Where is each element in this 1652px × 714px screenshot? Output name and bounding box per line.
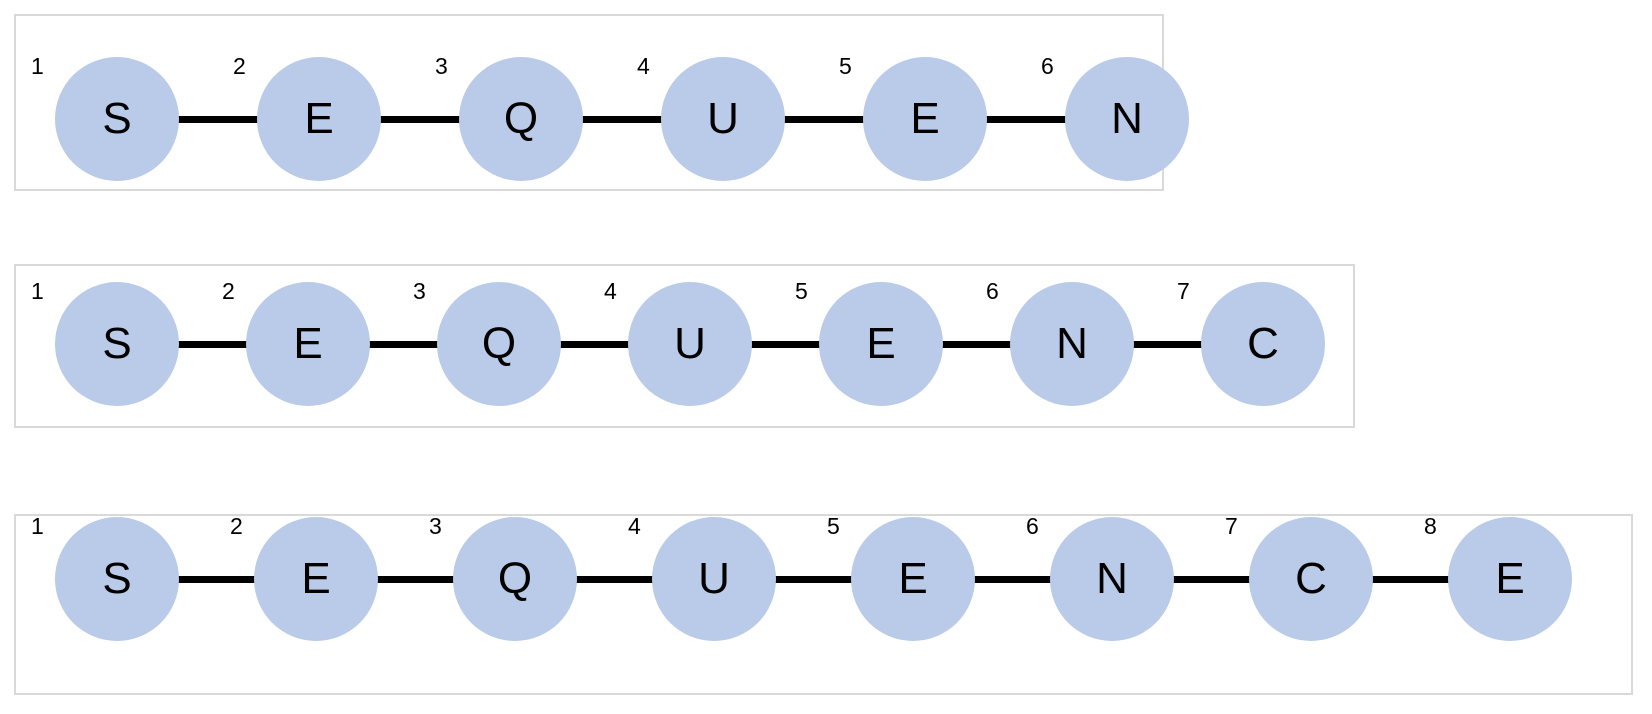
graph-edge-2-3 bbox=[374, 575, 457, 583]
graph-node-letter: C bbox=[1295, 554, 1327, 603]
graph-node-index: 1 bbox=[31, 513, 44, 539]
graph-node-4[interactable]: U bbox=[628, 282, 752, 406]
graph-edge-4-5 bbox=[748, 340, 823, 348]
graph-node-index: 1 bbox=[31, 53, 44, 79]
graph-node-7[interactable]: C bbox=[1249, 517, 1373, 641]
graph-node-index: 4 bbox=[637, 53, 650, 79]
graph-node-index: 2 bbox=[233, 53, 246, 79]
graph-node-letter: N bbox=[1056, 319, 1088, 368]
graph-node-5[interactable]: E bbox=[851, 517, 975, 641]
graph-node-index: 5 bbox=[795, 278, 808, 304]
graph-node-6[interactable]: N bbox=[1010, 282, 1134, 406]
graph-node-1[interactable]: S bbox=[55, 517, 179, 641]
graph-node-2[interactable]: E bbox=[246, 282, 370, 406]
graph-node-4[interactable]: U bbox=[661, 57, 785, 181]
graph-edge-5-6 bbox=[983, 115, 1069, 123]
graph-node-index: 6 bbox=[1041, 53, 1054, 79]
graph-node-8[interactable]: E bbox=[1448, 517, 1572, 641]
graph-edge-6-7 bbox=[1170, 575, 1253, 583]
graph-node-1[interactable]: S bbox=[55, 282, 179, 406]
graph-node-index: 8 bbox=[1424, 513, 1437, 539]
graph-node-letter: U bbox=[698, 554, 730, 603]
graph-node-index: 4 bbox=[628, 513, 641, 539]
graph-node-letter: C bbox=[1247, 319, 1279, 368]
graph-node-6[interactable]: N bbox=[1050, 517, 1174, 641]
graph-node-index: 3 bbox=[413, 278, 426, 304]
graph-node-index: 6 bbox=[1026, 513, 1039, 539]
graph-node-3[interactable]: Q bbox=[459, 57, 583, 181]
graph-node-letter: E bbox=[304, 94, 334, 143]
graph-edge-2-3 bbox=[377, 115, 463, 123]
graph-edge-5-6 bbox=[939, 340, 1014, 348]
graph-node-letter: E bbox=[898, 554, 928, 603]
graph-node-letter: N bbox=[1096, 554, 1128, 603]
graph-node-index: 3 bbox=[429, 513, 442, 539]
graph-edge-5-6 bbox=[971, 575, 1054, 583]
graph-edge-3-4 bbox=[557, 340, 632, 348]
graph-node-5[interactable]: E bbox=[819, 282, 943, 406]
graph-node-6[interactable]: N bbox=[1065, 57, 1189, 181]
graph-node-letter: E bbox=[301, 554, 331, 603]
graph-node-index: 6 bbox=[986, 278, 999, 304]
graph-edge-4-5 bbox=[772, 575, 855, 583]
graph-edge-4-5 bbox=[781, 115, 867, 123]
graph-node-index: 4 bbox=[604, 278, 617, 304]
graph-edge-7-8 bbox=[1369, 575, 1452, 583]
graph-node-letter: S bbox=[102, 94, 132, 143]
graph-edge-6-7 bbox=[1130, 340, 1205, 348]
graph-node-index: 3 bbox=[435, 53, 448, 79]
graph-node-letter: Q bbox=[481, 319, 517, 368]
graph-node-letter: S bbox=[102, 319, 132, 368]
graph-node-letter: E bbox=[910, 94, 940, 143]
graph-node-index: 5 bbox=[839, 53, 852, 79]
graph-node-index: 7 bbox=[1177, 278, 1190, 304]
graph-edge-1-2 bbox=[175, 115, 261, 123]
graph-node-index: 2 bbox=[222, 278, 235, 304]
graph-node-5[interactable]: E bbox=[863, 57, 987, 181]
graph-node-2[interactable]: E bbox=[257, 57, 381, 181]
graph-edge-3-4 bbox=[579, 115, 665, 123]
graph-node-1[interactable]: S bbox=[55, 57, 179, 181]
graph-edge-1-2 bbox=[175, 575, 258, 583]
graph-node-3[interactable]: Q bbox=[453, 517, 577, 641]
graph-node-index: 2 bbox=[230, 513, 243, 539]
graph-node-index: 7 bbox=[1225, 513, 1238, 539]
graph-node-letter: Q bbox=[503, 94, 539, 143]
graph-node-4[interactable]: U bbox=[652, 517, 776, 641]
graph-edge-3-4 bbox=[573, 575, 656, 583]
graph-node-letter: U bbox=[674, 319, 706, 368]
graph-node-2[interactable]: E bbox=[254, 517, 378, 641]
graph-node-index: 5 bbox=[827, 513, 840, 539]
graph-edge-1-2 bbox=[175, 340, 250, 348]
graph-node-letter: U bbox=[707, 94, 739, 143]
graph-node-letter: Q bbox=[497, 554, 533, 603]
graph-node-letter: S bbox=[102, 554, 132, 603]
graph-node-letter: E bbox=[866, 319, 896, 368]
graph-node-3[interactable]: Q bbox=[437, 282, 561, 406]
graph-node-letter: N bbox=[1111, 94, 1143, 143]
graph-node-letter: E bbox=[1495, 554, 1525, 603]
graph-edge-2-3 bbox=[366, 340, 441, 348]
graph-node-letter: E bbox=[293, 319, 323, 368]
graph-node-7[interactable]: C bbox=[1201, 282, 1325, 406]
graph-node-index: 1 bbox=[31, 278, 44, 304]
